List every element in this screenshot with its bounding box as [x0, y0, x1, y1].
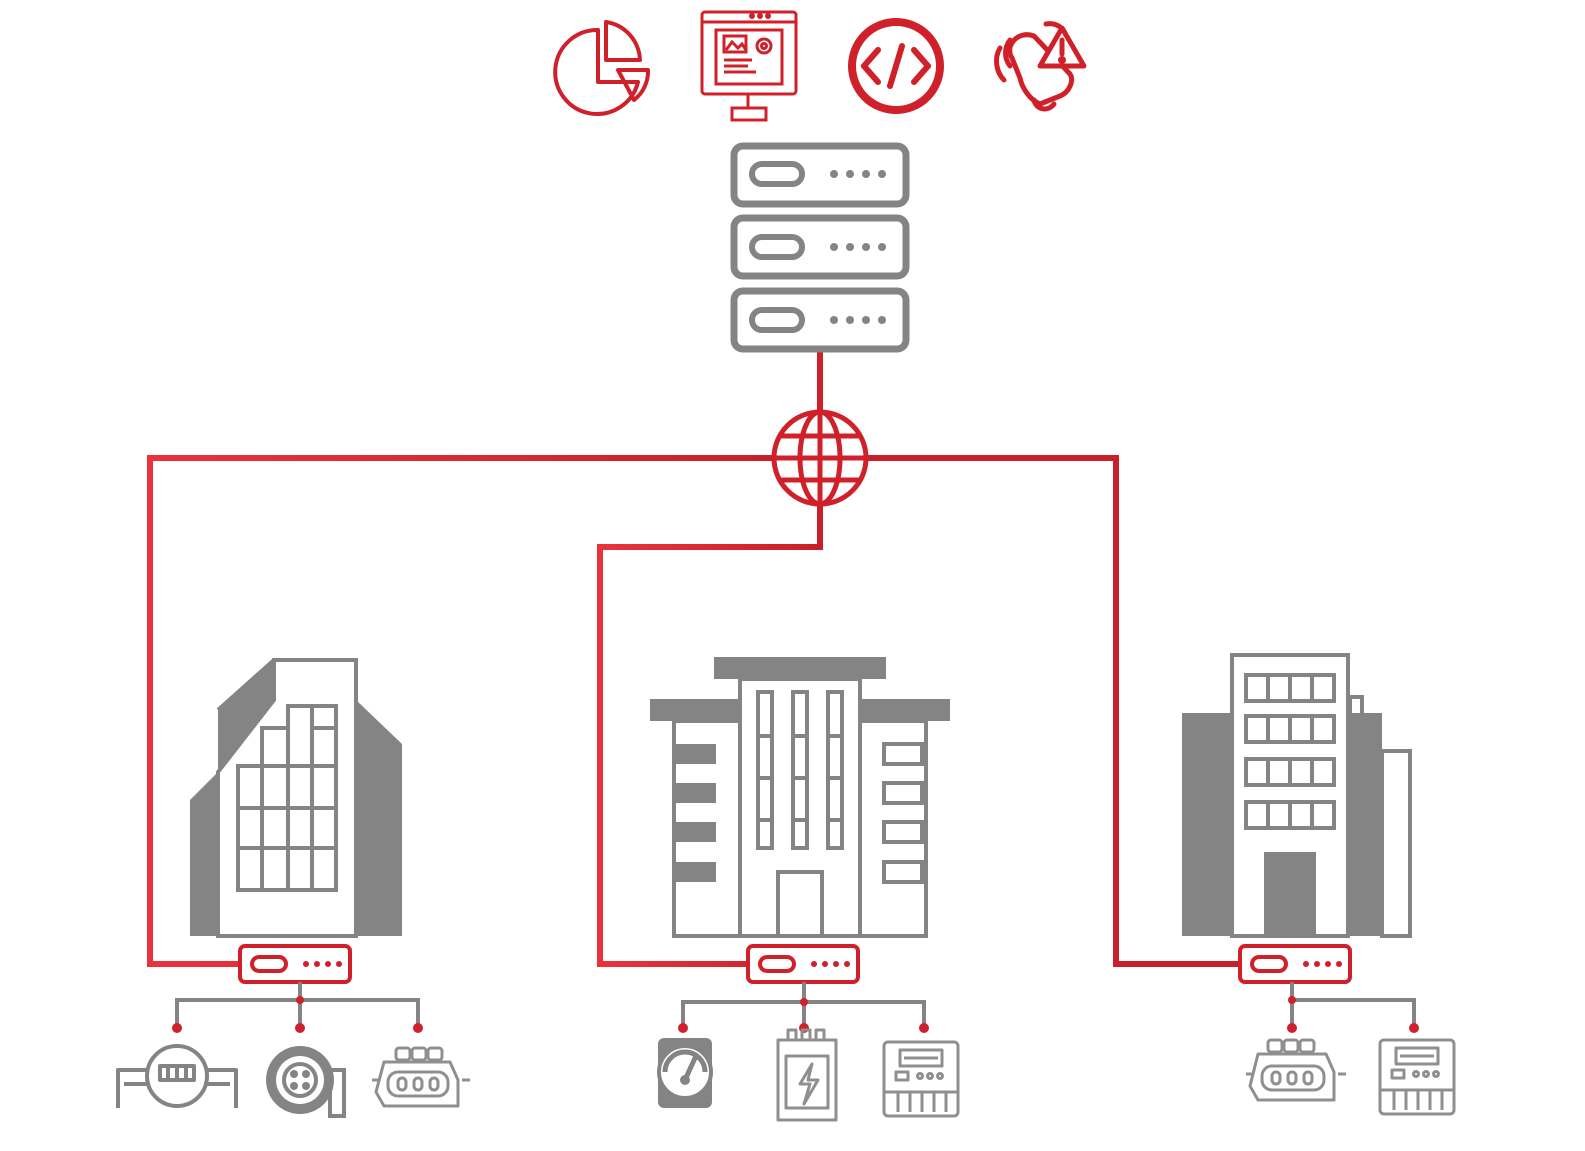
- pressure-gauge-icon: [657, 1038, 713, 1108]
- gateway-icon: [1238, 944, 1352, 984]
- gateway-icon: [238, 944, 352, 984]
- office-tower-icon: [1182, 653, 1412, 938]
- link-building-2: [597, 505, 823, 967]
- meter-branches: [175, 982, 1416, 1028]
- meter-connection-dots: [172, 996, 1419, 1033]
- smart-electric-meter-icon: [882, 1040, 960, 1118]
- gateway-icon: [746, 944, 860, 984]
- server-unit: [730, 214, 910, 280]
- gas-meter-icon: [1246, 1038, 1346, 1102]
- gas-meter-icon: [372, 1046, 470, 1108]
- globe-icon: [771, 409, 869, 507]
- link-building-3: [866, 455, 1240, 967]
- code-icon: [848, 18, 944, 114]
- server-unit: [730, 142, 910, 208]
- pie-chart-icon: [553, 20, 651, 116]
- server-rack-icon: [730, 142, 910, 353]
- flow-meter-icon: [266, 1046, 346, 1118]
- government-building-icon: [650, 657, 950, 938]
- server-unit: [730, 287, 910, 353]
- water-meter-icon: [116, 1044, 238, 1108]
- electric-meter-icon: [776, 1028, 838, 1122]
- dashboard-settings-monitor-icon: [700, 10, 798, 122]
- angled-office-building-icon: [190, 658, 402, 938]
- link-building-1: [147, 455, 775, 967]
- alarm-bell-warning-icon: [994, 21, 1087, 112]
- smart-electric-meter-icon: [1378, 1038, 1456, 1116]
- network-connections: [147, 348, 1240, 967]
